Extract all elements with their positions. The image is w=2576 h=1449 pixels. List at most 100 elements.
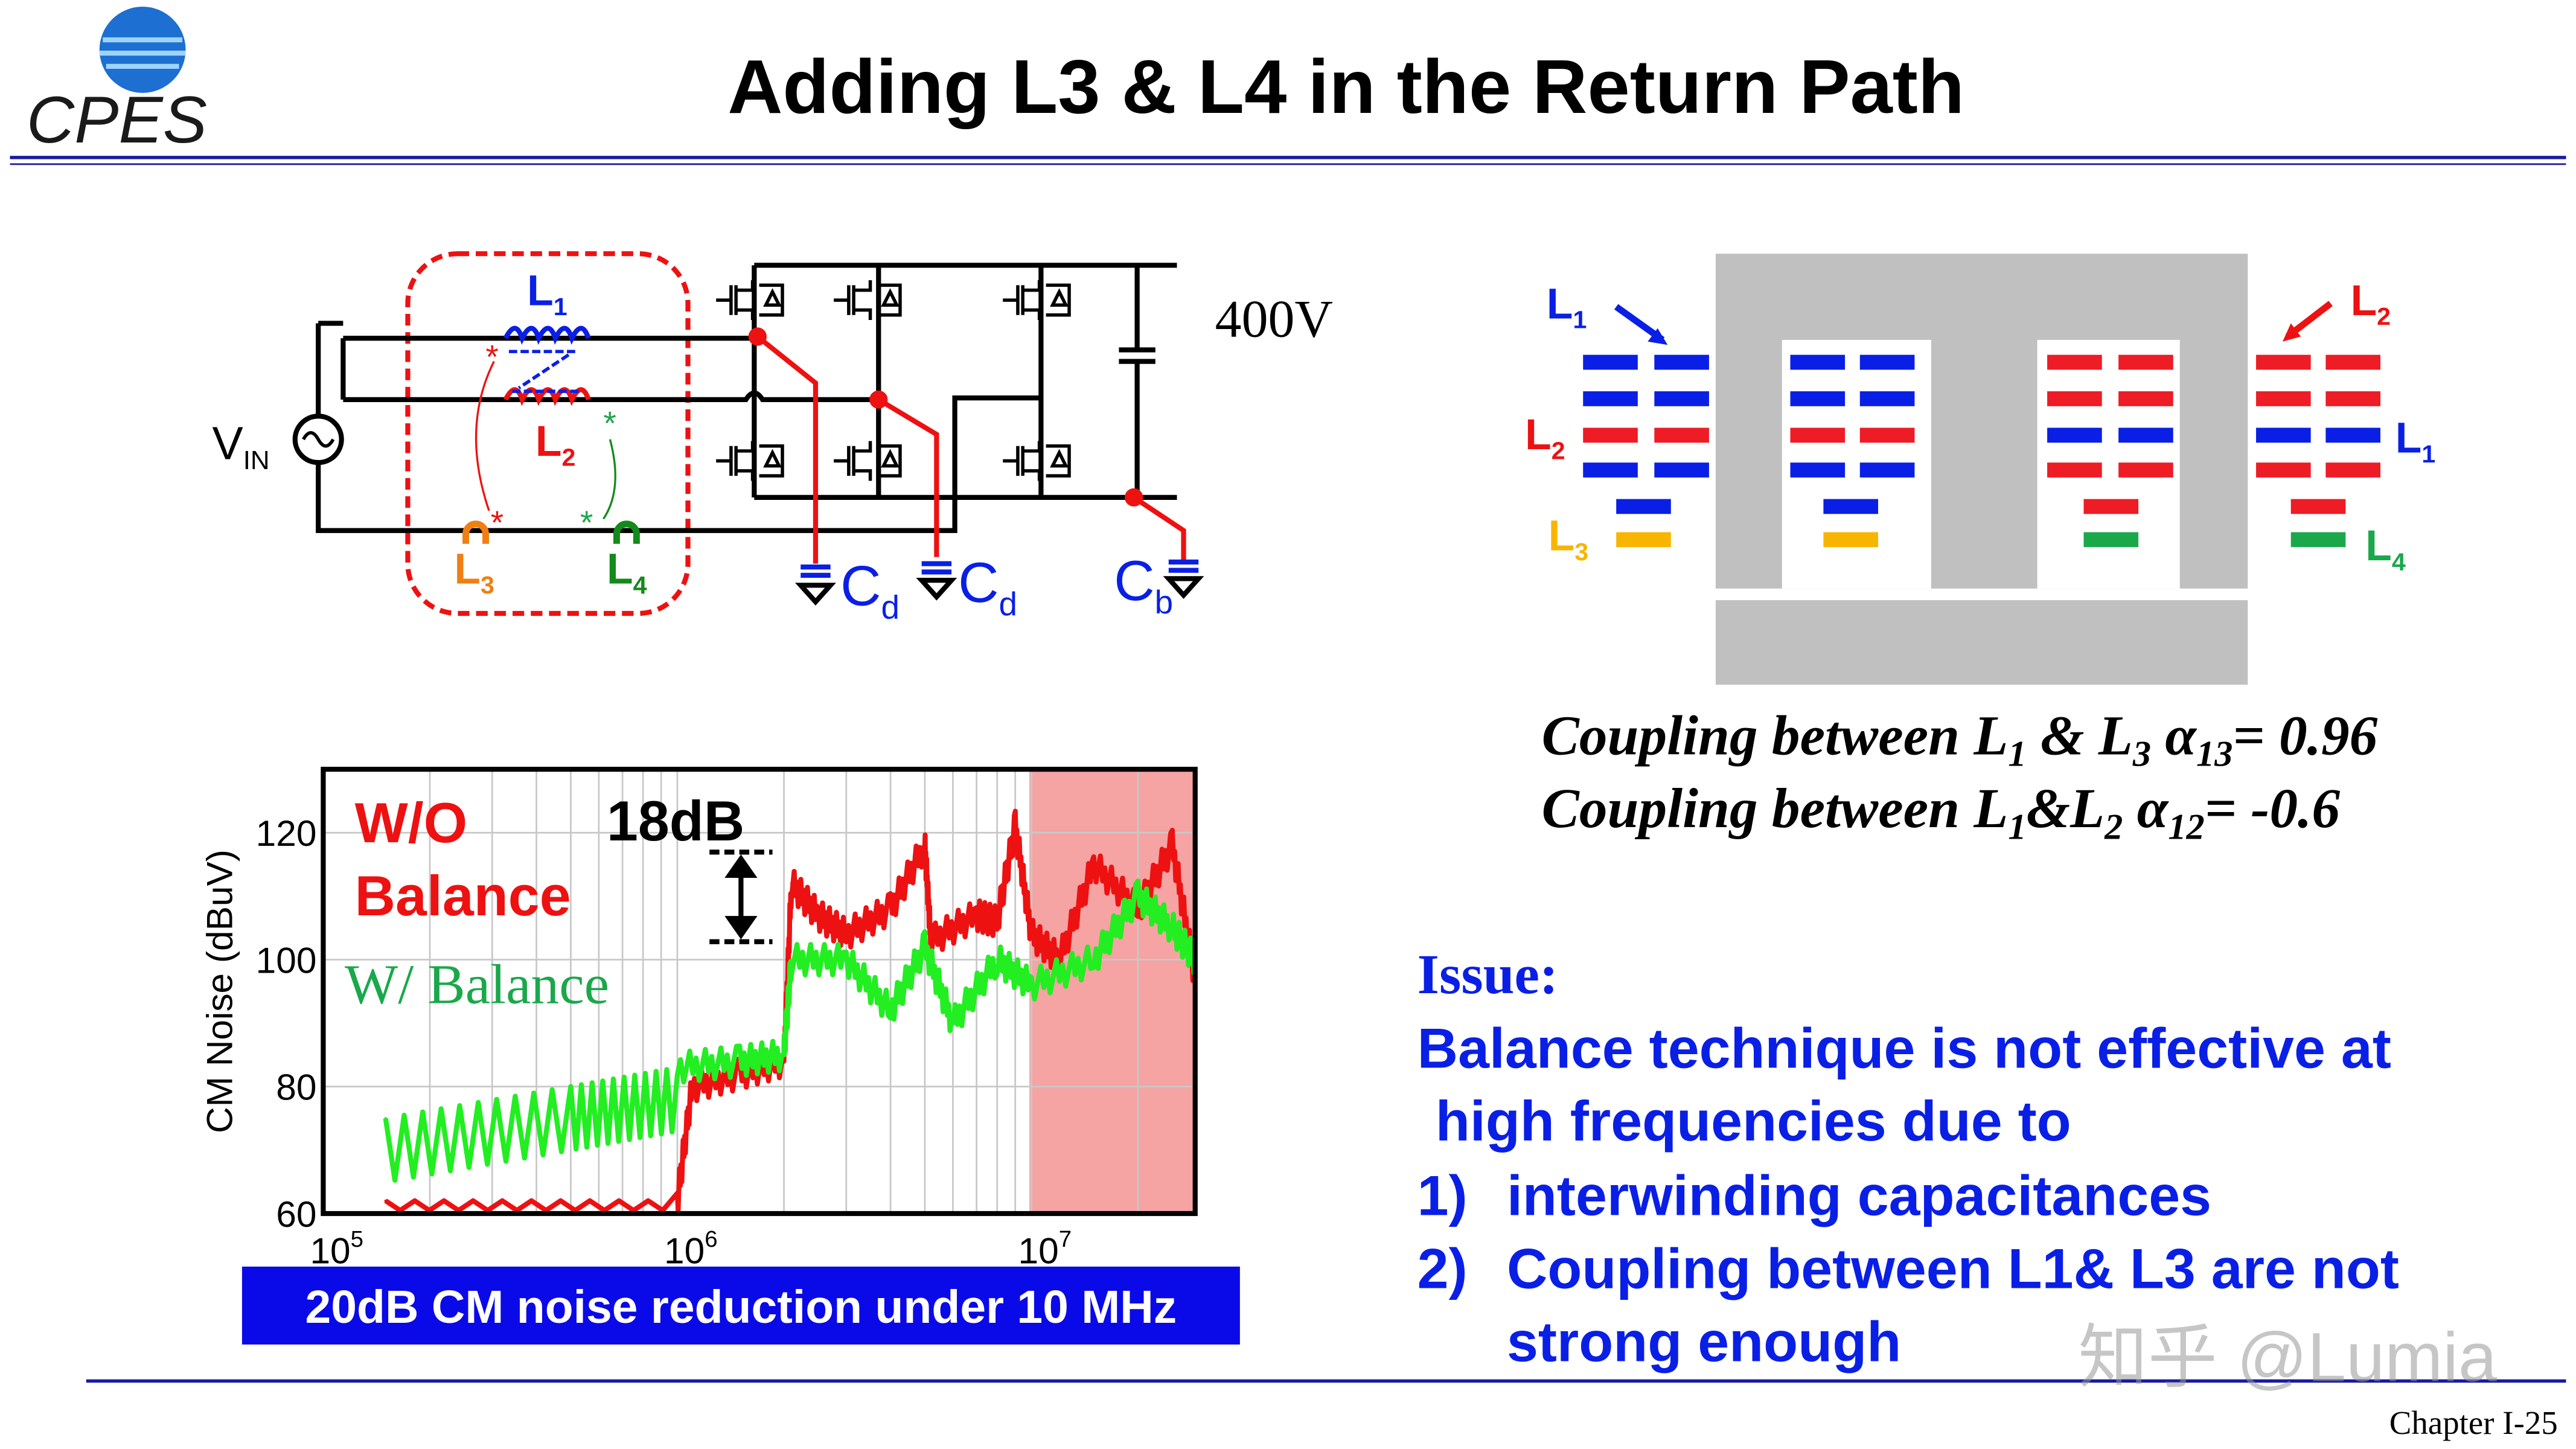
svg-text:L1: L1 <box>2395 414 2436 468</box>
winding-bar <box>2047 462 2102 478</box>
circuit-diagram <box>292 251 1204 616</box>
winding-bar <box>2290 532 2346 548</box>
winding-bar <box>1616 499 1671 514</box>
l4-winding <box>613 520 640 544</box>
svg-text:L3: L3 <box>1548 512 1589 566</box>
winding-bar <box>2047 427 2102 443</box>
winding-bar <box>1583 354 1638 370</box>
data-point <box>384 1117 387 1120</box>
data-point <box>929 939 933 942</box>
data-point <box>1030 933 1033 936</box>
winding-bar <box>1823 532 1879 548</box>
data-point <box>951 1022 954 1025</box>
annotation-18db: 18dB <box>607 789 744 852</box>
data-point <box>1136 907 1140 910</box>
svg-text:L1: L1 <box>1547 280 1587 333</box>
winding-bar <box>2047 391 2102 406</box>
winding-bar <box>1859 391 1915 406</box>
svg-text:L4: L4 <box>2365 522 2406 575</box>
y-tick-label: 100 <box>256 939 317 980</box>
winding-bar <box>2083 499 2139 514</box>
data-point <box>691 1085 694 1088</box>
svg-text:L2: L2 <box>1525 411 1565 464</box>
difference-arrow <box>709 849 773 944</box>
data-point <box>1030 984 1033 987</box>
series-line-without-balance <box>384 808 1198 1213</box>
data-point <box>1014 825 1017 828</box>
l1-winding <box>503 325 591 345</box>
data-point <box>1092 958 1095 961</box>
data-point <box>1136 895 1140 898</box>
winding-bar <box>1654 391 1709 406</box>
winding-bar <box>2256 391 2311 406</box>
data-point <box>738 1060 741 1063</box>
winding-bar <box>1859 354 1915 370</box>
logo-text: CPES <box>27 83 207 157</box>
data-point <box>889 1009 892 1012</box>
winding-bar <box>2325 354 2380 370</box>
ac-source-icon <box>292 414 344 465</box>
svg-text:interwinding capacitances: interwinding capacitances <box>1507 1164 2211 1227</box>
page-title: Adding L3 & L4 in the Return Path <box>727 44 1964 129</box>
data-point <box>384 1199 387 1203</box>
svg-text:L2: L2 <box>535 417 576 471</box>
data-point <box>676 1199 679 1203</box>
watermark: 知乎 @Lumia <box>2078 1319 2498 1396</box>
legend-w-balance: W/ Balance <box>345 953 609 1016</box>
winding-bar <box>1859 427 1915 443</box>
winding-bar <box>2118 354 2173 370</box>
winding-bar <box>1790 462 1846 478</box>
svg-text:L2: L2 <box>2351 277 2391 330</box>
winding-bar <box>1583 391 1638 406</box>
winding-bar <box>2118 462 2173 478</box>
circuit-labels: VIN L1 L2 L3 L4 * * * * 400V Cd Cd Cb <box>212 266 1332 625</box>
footer-chapter: Chapter I-25 <box>2389 1404 2558 1441</box>
y-tick-label: 60 <box>276 1194 316 1235</box>
series-line-with-balance <box>383 878 1198 1183</box>
voltage-label: 400V <box>1215 290 1333 348</box>
winding-bar <box>2256 427 2311 443</box>
winding-bar <box>1859 462 1915 478</box>
issue-block: Issue: Balance technique is not effectiv… <box>1417 944 2399 1374</box>
winding-bar <box>1583 462 1638 478</box>
data-point <box>1171 844 1174 847</box>
svg-text:L3: L3 <box>454 545 494 599</box>
svg-text:Balance technique is not effec: Balance technique is not effective at <box>1417 1016 2391 1080</box>
svg-text:Coupling between L1& L3 are no: Coupling between L1& L3 are not <box>1507 1237 2399 1300</box>
data-point <box>1092 863 1095 866</box>
x-tick-label: 105 <box>310 1226 363 1271</box>
winding-bar <box>2325 427 2380 443</box>
ground-icons <box>794 576 1204 606</box>
data-point <box>923 945 927 948</box>
svg-text:Cd: Cd <box>958 551 1017 622</box>
cpes-logo: CPES <box>27 7 207 157</box>
legend-wo: W/O <box>355 791 468 854</box>
plot-frame <box>321 767 1198 1217</box>
winding-bar <box>1654 462 1709 478</box>
svg-text:*: * <box>603 404 616 441</box>
svg-text:Cb: Cb <box>1114 549 1173 621</box>
winding-bar <box>2047 354 2102 370</box>
winding-bar <box>2256 354 2311 370</box>
data-point <box>889 907 892 910</box>
winding-bar <box>2325 462 2380 478</box>
l3-winding <box>462 520 490 544</box>
winding-bar <box>2118 427 2173 443</box>
core-labels: L1 L2 L3 L2 L1 L4 <box>1525 277 2435 576</box>
svg-text:Cd: Cd <box>840 554 900 625</box>
svg-text:high frequencies due to: high frequencies due to <box>1436 1089 2071 1153</box>
data-point <box>996 920 999 923</box>
data-point <box>790 882 793 885</box>
data-point <box>923 844 927 847</box>
data-point <box>790 958 793 961</box>
svg-text:2): 2) <box>1417 1237 1468 1300</box>
filter-box <box>405 251 691 616</box>
data-point <box>782 1054 785 1057</box>
cd-capacitors <box>801 559 1199 578</box>
high-frequency-region <box>1029 770 1194 1214</box>
svg-text:*: * <box>491 504 503 541</box>
winding-bar <box>2325 391 2380 406</box>
y-tick-label: 120 <box>256 813 317 854</box>
